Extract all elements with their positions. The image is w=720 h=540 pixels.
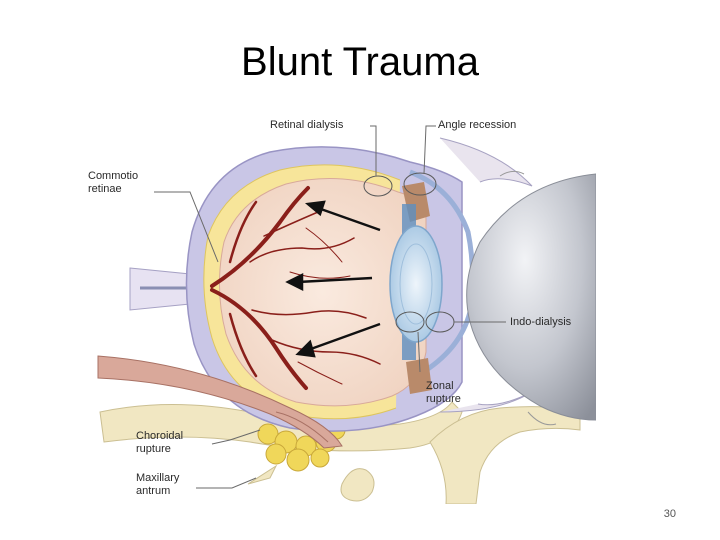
extraocular-muscle (97, 355, 343, 449)
callout-circles (363, 172, 455, 333)
label-zonal-rupture: Zonal rupture (426, 380, 461, 405)
leader-lines (154, 125, 506, 489)
slide-title: Blunt Trauma (241, 40, 479, 84)
label-choroidal-rupture: Choroidal rupture (136, 430, 184, 455)
label-commotio-retinae: Commotio retinae (88, 170, 139, 195)
label-retinal-dialysis: Retinal dialysis (270, 119, 344, 131)
impacting-ball (466, 173, 596, 421)
label-maxillary-antrum: Maxillary antrum (136, 472, 180, 497)
force-arrows (285, 200, 381, 358)
page-number: 30 (663, 508, 676, 520)
eye-trauma-diagram: Retinal dialysis Angle recession Commoti… (80, 112, 596, 504)
eye-cross-section-illustration (97, 125, 596, 504)
label-angle-recession: Angle recession (438, 119, 517, 131)
retinal-vessels (210, 186, 381, 390)
label-indo-dialysis: Indo-dialysis (510, 316, 572, 328)
lens (389, 225, 443, 343)
upper-eyelid (439, 137, 533, 187)
